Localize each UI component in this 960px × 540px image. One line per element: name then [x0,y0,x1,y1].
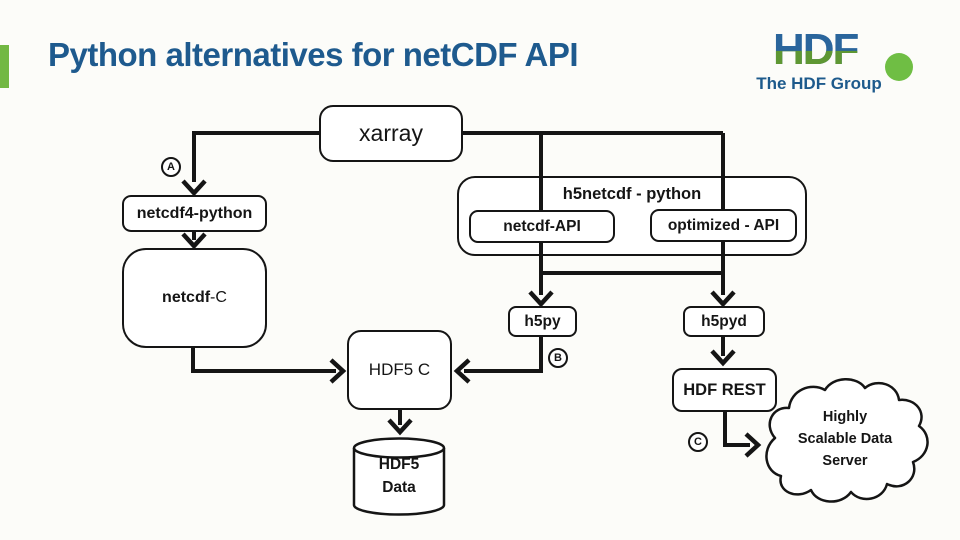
node-xarray: xarray [319,105,463,162]
hdf-logo-letters: HDF HDF [773,25,859,74]
node-optimized-api: optimized - API [650,209,797,242]
annotation-badge-a: A [161,157,181,177]
annotation-badge-c: C [688,432,708,452]
node-hsds-line3: Server [822,453,868,469]
cylinder-shape [352,437,446,516]
node-hdf-rest: HDF REST [672,368,777,412]
annotation-badge-b-label: B [554,352,562,364]
hdf-group-logo: HDF HDF The HDF Group [755,28,935,94]
annotation-badge-b: B [548,348,568,368]
node-hsds-cloud: Highly Scalable Data Server [757,372,933,514]
node-h5pyd: h5pyd [683,306,765,337]
page-title: Python alternatives for netCDF API [48,36,579,73]
node-hsds-line2: Scalable Data [797,431,893,447]
node-netcdf-api: netcdf-API [469,210,615,243]
node-optimized-api-label: optimized - API [667,216,780,234]
node-netcdf-c-label-suffix: -C [210,289,227,306]
node-netcdf-c-label-bold: netcdf [162,289,211,306]
annotation-badge-a-label: A [167,161,175,173]
hdf-logo-caption: The HDF Group [756,74,882,93]
node-hdf5-data-line2: Data [382,479,416,496]
hdf-logo-letters-green: HDF [773,25,858,74]
node-hdf5-data-cylinder: HDF5 Data [352,437,446,517]
node-netcdf-c-label: netcdf-C [162,289,227,307]
node-hsds-line1: Highly [822,409,868,425]
node-hdf5-data-line1: HDF5 [378,456,420,473]
green-dot-decoration [885,53,913,81]
node-h5py: h5py [508,306,577,337]
node-netcdf4-python: netcdf4-python [122,195,267,232]
accent-bar [0,45,9,88]
node-h5pyd-label: h5pyd [701,312,747,330]
node-hdf5-data-label: HDF5 Data [352,453,446,499]
node-netcdf-c: netcdf-C [122,248,267,348]
node-netcdf4-python-label: netcdf4-python [136,204,253,222]
node-hsds-label: Highly Scalable Data Server [757,406,933,472]
annotation-badge-c-label: C [694,436,702,448]
group-h5netcdf-python-label: h5netcdf - python [562,185,702,203]
node-h5py-label: h5py [524,312,561,330]
node-hdf5-c-label: HDF5 C [368,360,431,379]
node-xarray-label: xarray [359,120,423,146]
node-netcdf-api-label: netcdf-API [503,217,581,235]
node-hdf-rest-label: HDF REST [683,380,766,399]
hdf-logo-letters-blue: HDF [773,25,859,74]
node-hdf5-c: HDF5 C [347,330,452,410]
cloud-shape [765,378,929,503]
